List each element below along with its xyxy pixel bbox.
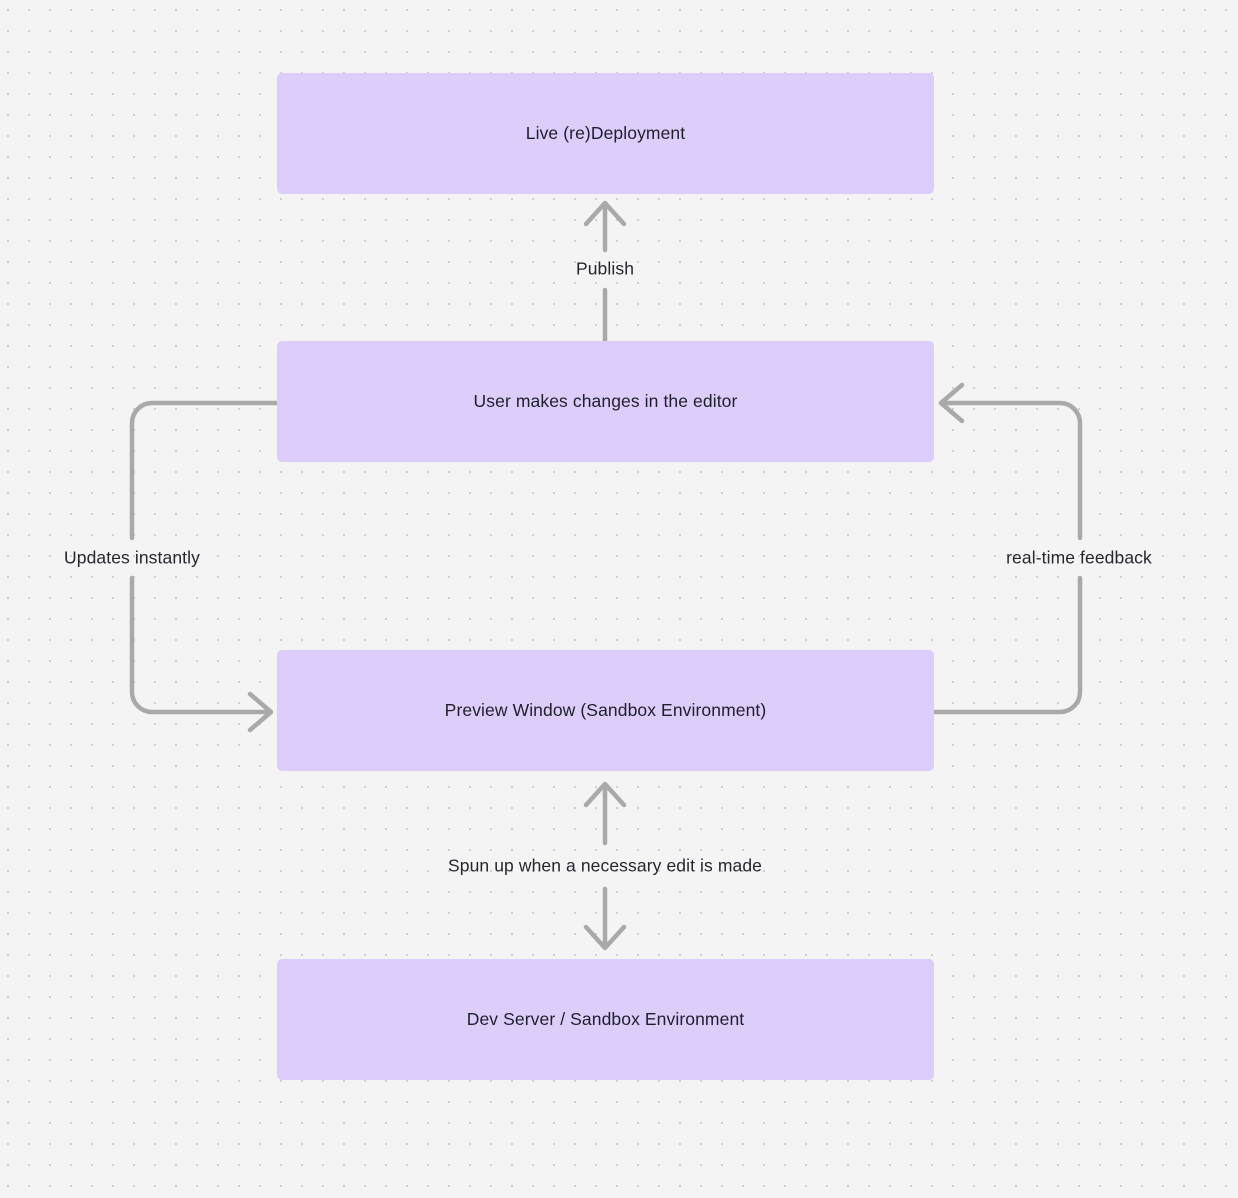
edge-publish-arrowhead-icon xyxy=(583,200,627,227)
node-user-edits-label: User makes changes in the editor xyxy=(473,390,738,411)
edge-updates-instantly-upper-segment xyxy=(129,400,280,541)
edge-real-time-feedback-upper-segment xyxy=(941,400,1083,541)
edge-spun-up-up-arrowhead-icon xyxy=(583,781,627,808)
edge-updates-instantly-arrowhead-icon xyxy=(247,691,274,733)
node-dev-server-label: Dev Server / Sandbox Environment xyxy=(466,1008,745,1029)
node-dev-server[interactable]: Dev Server / Sandbox Environment xyxy=(277,959,934,1080)
node-user-edits[interactable]: User makes changes in the editor xyxy=(277,341,934,462)
edge-label-spun-up: Spun up when a necessary edit is made xyxy=(447,855,763,876)
edge-label-real-time-feedback: real-time feedback xyxy=(1006,547,1152,568)
edge-real-time-feedback-lower-segment xyxy=(931,575,1083,715)
edge-spun-up-down-arrowhead-icon xyxy=(583,924,627,951)
node-live-deployment[interactable]: Live (re)Deployment xyxy=(277,73,934,194)
node-preview-window[interactable]: Preview Window (Sandbox Environment) xyxy=(277,650,934,771)
edge-updates-instantly-lower-segment xyxy=(129,575,271,715)
edge-label-updates-instantly: Updates instantly xyxy=(64,547,200,568)
edge-label-publish: Publish xyxy=(575,258,635,279)
edge-real-time-feedback-arrowhead-icon xyxy=(938,382,965,424)
node-preview-window-label: Preview Window (Sandbox Environment) xyxy=(444,699,767,720)
node-live-deployment-label: Live (re)Deployment xyxy=(525,122,686,143)
